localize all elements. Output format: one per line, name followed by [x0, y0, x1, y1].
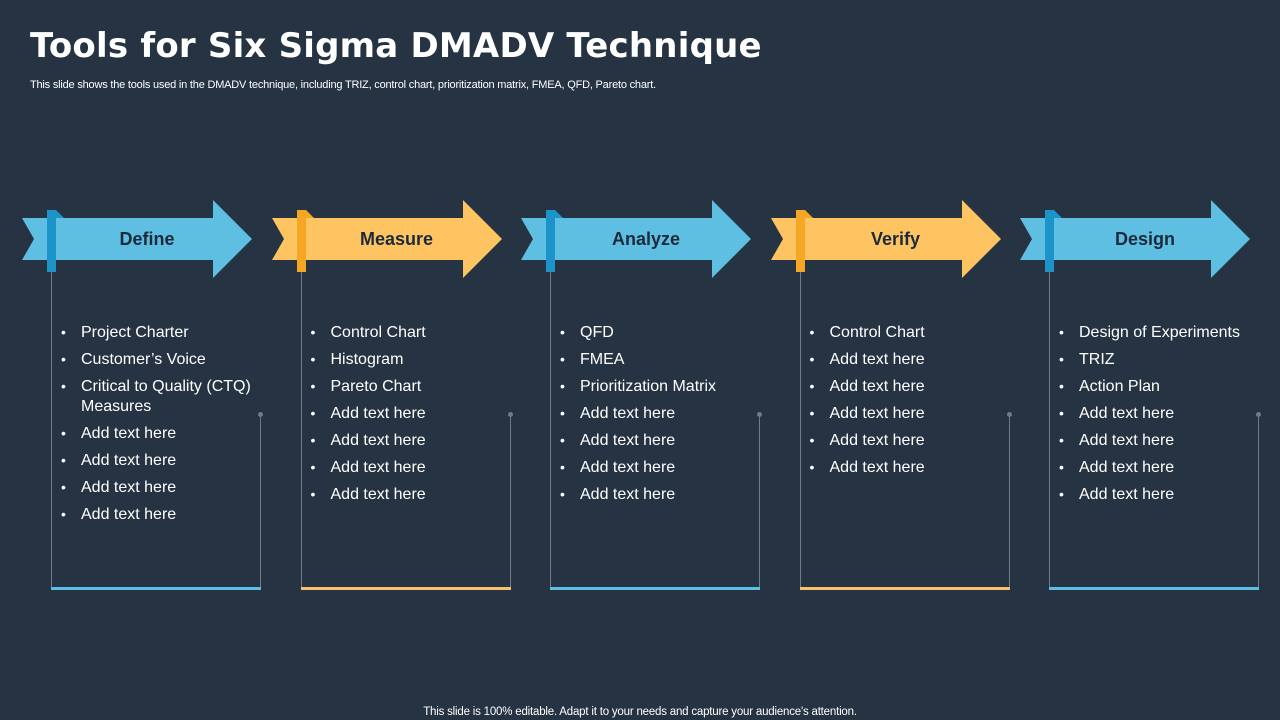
stage-label: Define — [119, 229, 175, 249]
arrow-body — [1020, 200, 1250, 278]
tool-list-item: TRIZ — [1059, 350, 1279, 370]
stage-verify: VerifyControl ChartAdd text hereAdd text… — [770, 0, 1021, 720]
tool-list: Control ChartAdd text hereAdd text hereA… — [809, 323, 1030, 485]
tool-list-item: Critical to Quality (CTQ) Measures — [61, 377, 281, 416]
frame-left-line — [799, 272, 801, 589]
tool-list-item: Add text here — [1059, 485, 1279, 505]
tool-list-item: Pareto Chart — [311, 377, 531, 397]
stage-arrow-design — [1020, 200, 1250, 278]
tool-list-item: Add text here — [810, 431, 1030, 451]
frame-left-line — [550, 272, 551, 589]
arrow-accent-bar — [546, 210, 555, 272]
tool-list-item: Action Plan — [1059, 377, 1279, 397]
stage-measure: MeasureControl ChartHistogramPareto Char… — [271, 0, 522, 720]
page-subtitle: This slide shows the tools used in the D… — [30, 79, 656, 91]
tool-list-item: Histogram — [311, 350, 531, 370]
tool-list-item: Add text here — [61, 505, 281, 525]
tool-list-item: Add text here — [810, 350, 1030, 370]
stage-arrow-verify — [770, 200, 1001, 278]
arrow-body — [521, 200, 751, 278]
tool-list-item: Add text here — [311, 431, 531, 451]
frame-right-line — [260, 417, 261, 589]
tool-list-item: Design of Experiments — [1059, 323, 1279, 343]
frame-bottom-line — [1049, 587, 1259, 590]
arrow-accent-bar — [47, 210, 56, 272]
frame-left-line — [1049, 272, 1050, 589]
tool-list: Project CharterCustomer’s VoiceCritical … — [60, 323, 281, 532]
stage-define: DefineProject CharterCustomer’s VoiceCri… — [22, 0, 272, 720]
arrow-body — [22, 200, 252, 278]
frame-bottom-line — [300, 587, 511, 590]
tool-list-item: Prioritization Matrix — [560, 377, 780, 397]
tool-list-item: Add text here — [1059, 431, 1279, 451]
tool-list-item: Customer’s Voice — [61, 350, 281, 370]
stage-analyze: AnalyzeQFDFMEAPrioritization MatrixAdd t… — [521, 0, 771, 720]
stage-design: DesignDesign of ExperimentsTRIZAction Pl… — [1020, 0, 1270, 720]
frame-bottom-line — [51, 587, 261, 590]
tool-list-item: Add text here — [560, 458, 780, 478]
tool-list: Design of ExperimentsTRIZ Action PlanAdd … — [1058, 323, 1279, 512]
tool-list: Control ChartHistogramPareto ChartAdd te… — [310, 323, 531, 512]
stage-arrow-analyze — [521, 200, 751, 278]
stage-label: Design — [1114, 229, 1175, 249]
tool-list-item: Add text here — [810, 404, 1030, 424]
tool-list-item: Add text here — [810, 377, 1030, 397]
page-title: Tools for Six Sigma DMADV Technique — [30, 26, 762, 66]
tool-list-item: Add text here — [61, 424, 281, 444]
tool-list-item: Add text here — [311, 485, 531, 505]
tool-list-item: Control Chart — [810, 323, 1030, 343]
tool-list-item: Add text here — [311, 404, 531, 424]
tool-list-item: Add text here — [311, 458, 531, 478]
arrow-accent-bar — [795, 210, 805, 272]
tool-list-item: Add text here — [560, 431, 780, 451]
tool-list-item: Add text here — [1059, 404, 1279, 424]
tool-list-item: Project Charter — [61, 323, 281, 343]
stage-label: Measure — [359, 229, 434, 249]
arrow-accent-bar — [296, 210, 306, 272]
tool-list-item: Add text here — [61, 451, 281, 471]
tool-list-item: Add text here — [1059, 458, 1279, 478]
tool-list-item: Control Chart — [311, 323, 531, 343]
arrow-accent-bar — [1045, 210, 1054, 272]
frame-left-line — [300, 272, 302, 589]
frame-left-line — [51, 272, 52, 589]
frame-bottom-line — [550, 587, 760, 590]
arrow-body — [271, 200, 502, 278]
stage-label: Verify — [870, 229, 921, 249]
tool-list-item: Add text here — [560, 404, 780, 424]
tool-list-item: FMEA — [560, 350, 780, 370]
frame-right-line — [1008, 417, 1010, 589]
stage-arrow-define — [22, 200, 252, 278]
frame-bottom-line — [799, 587, 1010, 590]
footer-note: This slide is 100% editable. Adapt it to… — [423, 706, 857, 718]
tool-list-item: Add text here — [810, 458, 1030, 478]
stage-arrow-measure — [271, 200, 502, 278]
stage-label: Analyze — [611, 229, 681, 249]
tool-list-item: QFD — [560, 323, 780, 343]
arrow-body — [770, 200, 1001, 278]
tool-list: QFD FMEA Prioritization MatrixAdd text her… — [559, 323, 780, 512]
tool-list-item: Add text here — [560, 485, 780, 505]
tool-list-item: Add text here — [61, 478, 281, 498]
